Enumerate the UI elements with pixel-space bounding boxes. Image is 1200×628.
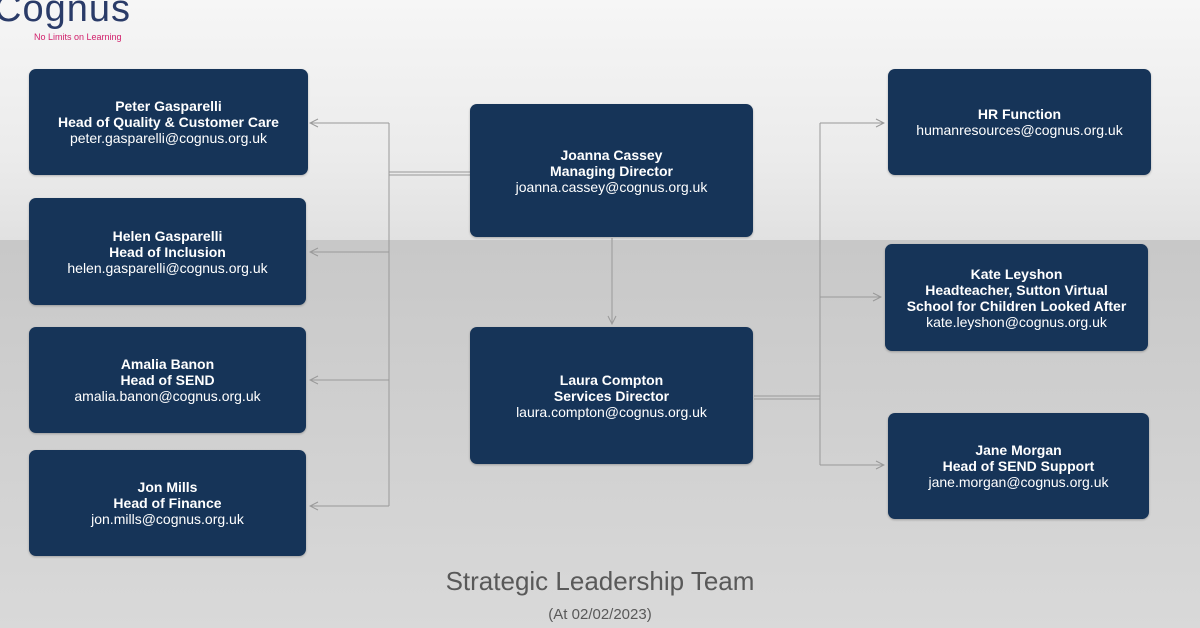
diagram-title: Strategic Leadership Team bbox=[445, 566, 755, 596]
person-email: kate.leyshon@cognus.org.uk bbox=[926, 313, 1107, 330]
box-jane-morgan: Jane Morgan Head of SEND Support jane.mo… bbox=[888, 413, 1149, 519]
person-role: Managing Director bbox=[550, 162, 673, 179]
person-name: Jon Mills bbox=[137, 479, 198, 495]
person-email: jon.mills@cognus.org.uk bbox=[91, 511, 244, 527]
person-role-line-1: Headteacher, Sutton Virtual bbox=[925, 281, 1108, 298]
person-role: Head of SEND bbox=[120, 372, 215, 388]
box-hr-function: HR Function humanresources@cognus.org.uk bbox=[888, 69, 1151, 175]
person-role: Head of SEND Support bbox=[942, 458, 1095, 474]
person-role: Head of Quality & Customer Care bbox=[58, 114, 279, 130]
person-email: laura.compton@cognus.org.uk bbox=[516, 403, 707, 420]
person-name: Amalia Banon bbox=[120, 356, 215, 372]
person-name: HR Function bbox=[977, 106, 1062, 122]
person-email: amalia.banon@cognus.org.uk bbox=[74, 388, 261, 404]
box-peter-gasparelli: Peter Gasparelli Head of Quality & Custo… bbox=[29, 69, 308, 175]
person-name: Helen Gasparelli bbox=[112, 227, 223, 244]
logo-tagline: No Limits on Learning bbox=[34, 32, 122, 42]
person-email: humanresources@cognus.org.uk bbox=[916, 122, 1123, 138]
box-laura-compton: Laura Compton Services Director laura.co… bbox=[470, 327, 753, 464]
box-joanna-cassey: Joanna Cassey Managing Director joanna.c… bbox=[470, 104, 753, 237]
person-name: Laura Compton bbox=[559, 371, 664, 388]
person-email: peter.gasparelli@cognus.org.uk bbox=[69, 130, 268, 146]
person-email: helen.gasparelli@cognus.org.uk bbox=[67, 259, 268, 276]
person-name: Kate Leyshon bbox=[970, 265, 1063, 282]
person-name: Jane Morgan bbox=[975, 442, 1062, 458]
person-name: Peter Gasparelli bbox=[115, 98, 222, 114]
box-kate-leyshon: Kate Leyshon Headteacher, Sutton Virtual… bbox=[885, 244, 1148, 351]
box-amalia-banon: Amalia Banon Head of SEND amalia.banon@c… bbox=[29, 327, 306, 433]
box-jon-mills: Jon Mills Head of Finance jon.mills@cogn… bbox=[29, 450, 306, 556]
logo-wordmark: Cognus bbox=[0, 0, 131, 30]
diagram-date: (At 02/02/2023) bbox=[548, 606, 652, 623]
box-helen-gasparelli: Helen Gasparelli Head of Inclusion helen… bbox=[29, 198, 306, 305]
person-role: Head of Finance bbox=[113, 495, 222, 511]
person-role: Services Director bbox=[553, 387, 670, 404]
person-role: Head of Inclusion bbox=[109, 243, 226, 260]
person-role-line-2: School for Children Looked After bbox=[906, 297, 1127, 314]
person-name: Joanna Cassey bbox=[560, 146, 663, 163]
person-email: joanna.cassey@cognus.org.uk bbox=[515, 178, 708, 195]
person-email: jane.morgan@cognus.org.uk bbox=[928, 474, 1109, 490]
